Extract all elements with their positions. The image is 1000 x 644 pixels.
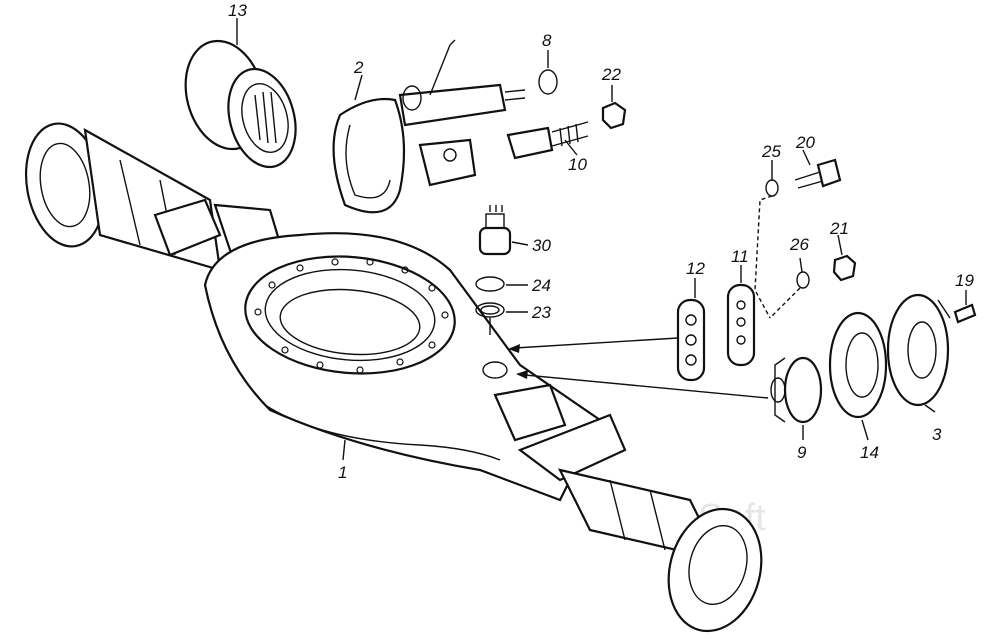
callout-20: 20 <box>795 133 815 152</box>
callout-13: 13 <box>228 1 247 20</box>
callout-10: 10 <box>568 155 587 174</box>
end-cover-part <box>886 293 951 407</box>
callout-21: 21 <box>829 219 849 238</box>
callout-25: 25 <box>761 142 781 161</box>
callout-1: 1 <box>338 463 347 482</box>
callout-11: 11 <box>731 247 749 266</box>
callout-22: 22 <box>601 65 621 84</box>
callout-26: 26 <box>789 235 809 254</box>
callout-12: 12 <box>686 259 705 278</box>
o-ring-part <box>538 69 558 95</box>
callout-30: 30 <box>532 236 551 255</box>
washer-23-part <box>475 302 505 318</box>
callout-19: 19 <box>955 271 974 290</box>
callout-9: 9 <box>797 443 807 462</box>
axle-housing-part <box>24 122 763 633</box>
washer-25-part <box>765 179 779 197</box>
callout-8: 8 <box>542 31 552 50</box>
clamp-bracket-part <box>332 39 526 214</box>
assembly-arrows <box>508 337 769 399</box>
callout-14: 14 <box>860 443 879 462</box>
callout-24: 24 <box>531 276 551 295</box>
sensor-part <box>478 205 512 256</box>
bolt-19-part <box>953 303 977 324</box>
plate-part <box>726 283 756 367</box>
gasket-part <box>676 298 706 382</box>
callout-2: 2 <box>353 58 364 77</box>
flange-cover-part <box>828 311 888 419</box>
bushing-part <box>770 356 823 424</box>
nut-21-part <box>832 254 857 282</box>
leader-lines <box>236 18 967 461</box>
bolt-20-part <box>794 158 842 189</box>
bearing-cup-part <box>184 39 297 169</box>
washer-24-part <box>475 276 505 292</box>
callout-23: 23 <box>531 303 551 322</box>
washer-26-part <box>796 271 810 289</box>
stud-part <box>506 121 589 160</box>
nut-22-part <box>601 101 627 130</box>
callout-3: 3 <box>932 425 942 444</box>
